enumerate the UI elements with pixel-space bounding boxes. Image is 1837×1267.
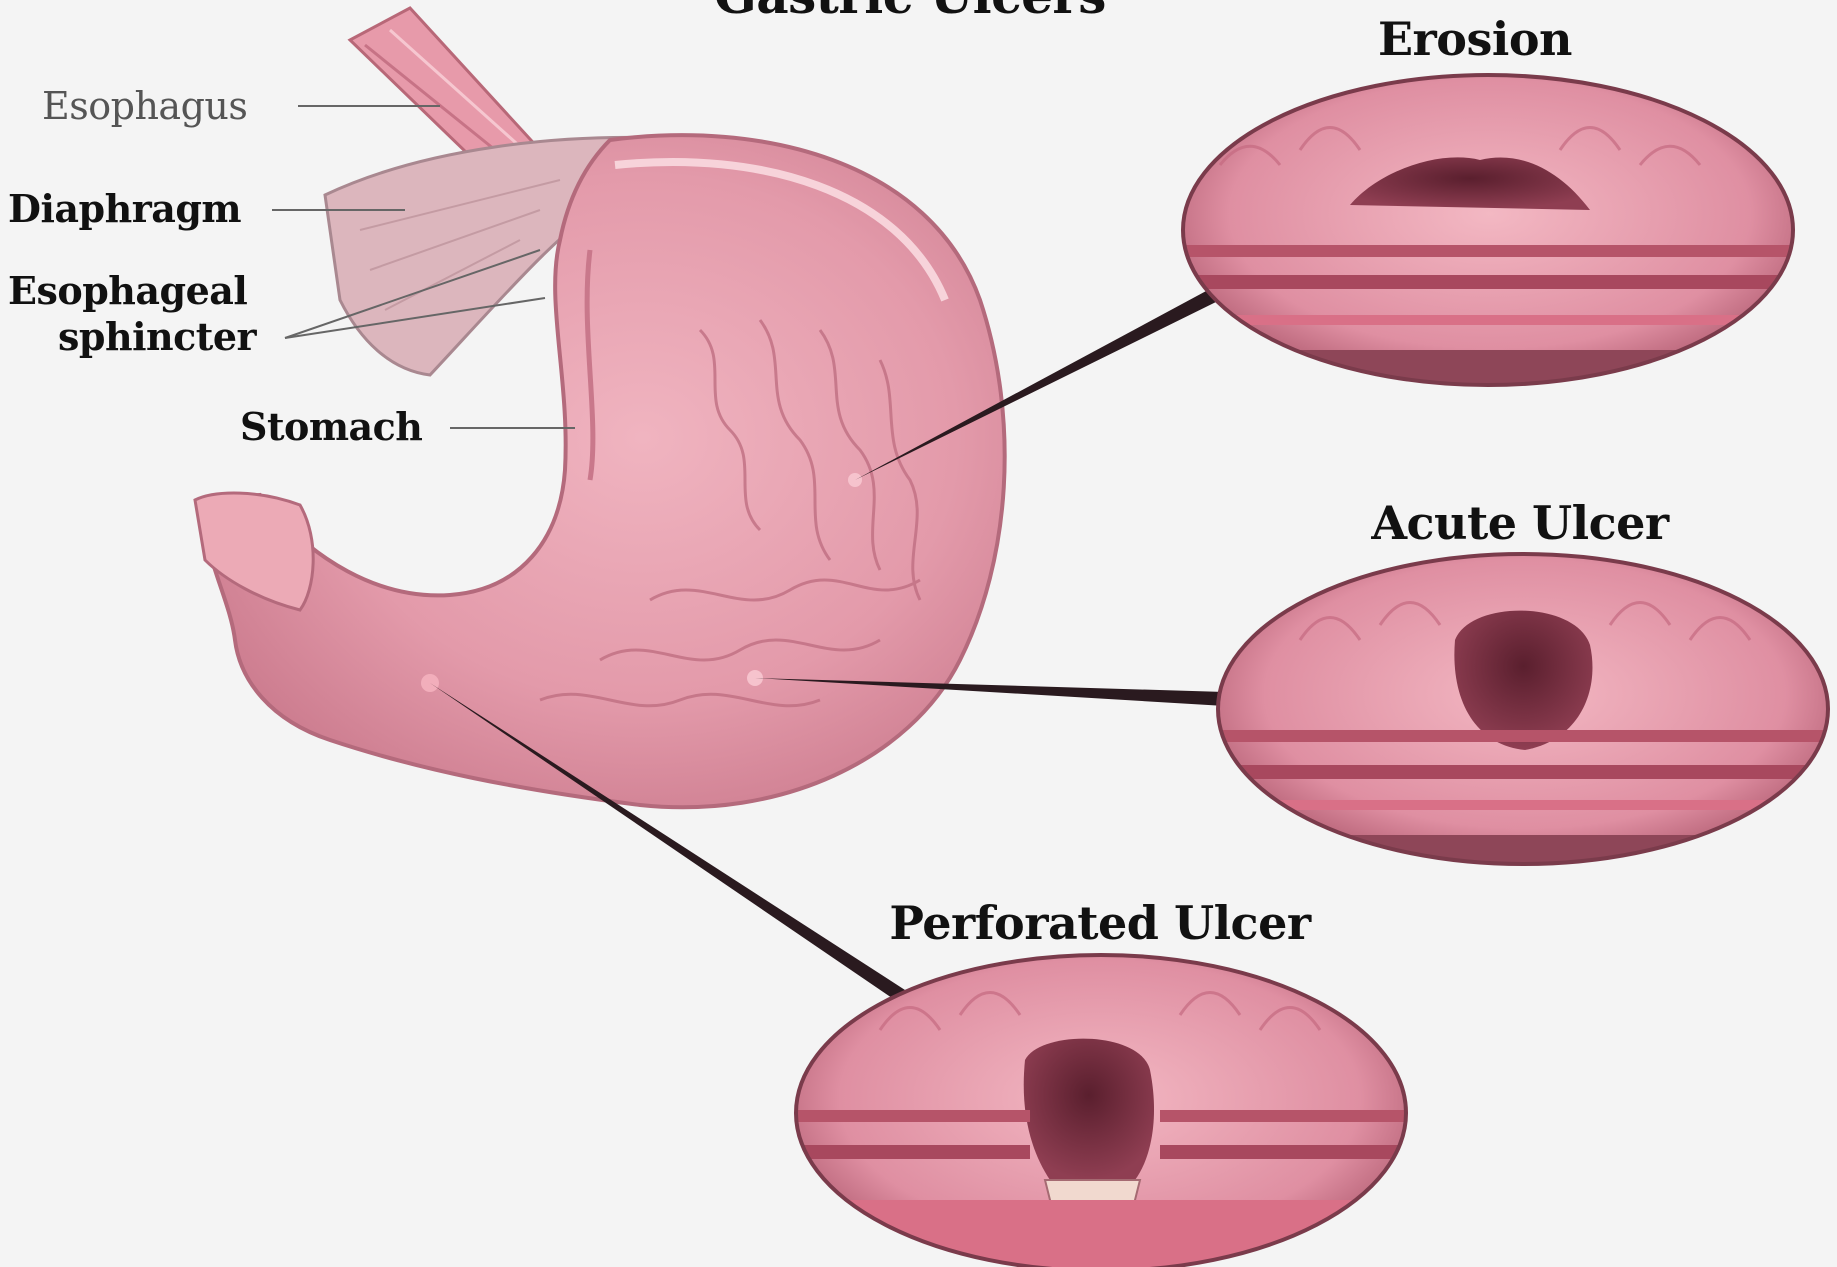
label-sphincter-line1: Esophageal — [8, 268, 247, 313]
inset-title-perforated-ulcer: Perforated Ulcer — [800, 896, 1400, 950]
inset-title-acute-ulcer: Acute Ulcer — [1290, 496, 1750, 550]
label-sphincter-line2: sphincter — [58, 314, 256, 359]
inset-perforated-ulcer — [790, 950, 1410, 1267]
label-esophagus: Esophagus — [42, 84, 247, 128]
inset-title-erosion: Erosion — [1280, 12, 1670, 66]
label-stomach: Stomach — [240, 404, 422, 449]
label-diaphragm: Diaphragm — [8, 186, 241, 231]
page-title: Gastric Ulcers — [650, 0, 1170, 25]
stomach-shape — [200, 135, 1005, 807]
